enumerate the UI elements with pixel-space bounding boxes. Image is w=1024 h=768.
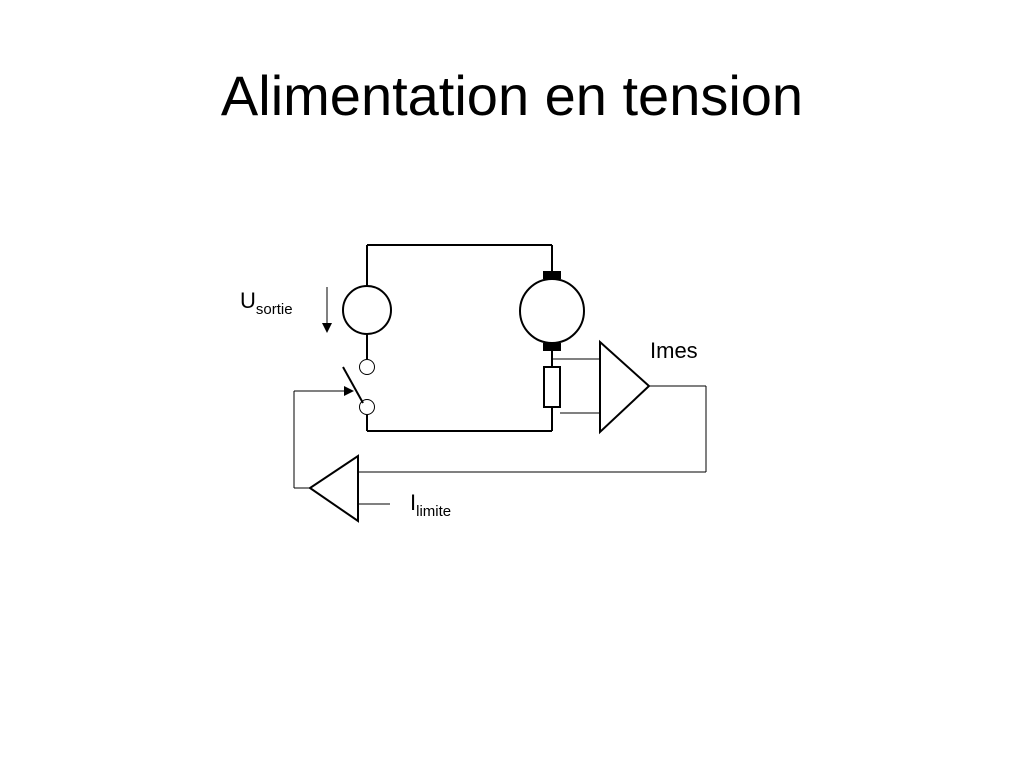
comparator-amplifier-symbol xyxy=(308,454,359,523)
i-limite-label: Ilimite xyxy=(410,490,451,520)
slide-title: Alimentation en tension xyxy=(220,64,804,127)
i-sub-text: limite xyxy=(416,503,451,520)
u-main-text: U xyxy=(240,288,256,313)
dc-motor-symbol xyxy=(519,271,585,351)
switch-symbol xyxy=(342,359,375,415)
i-main-text: I xyxy=(410,490,416,515)
measurement-amplifier-symbol xyxy=(599,339,651,435)
voltage-source-symbol xyxy=(342,285,392,335)
main-loop-wires xyxy=(366,244,553,432)
measurement-wires xyxy=(358,358,707,473)
imes-label: Imes xyxy=(650,338,698,363)
shunt-resistor-symbol xyxy=(543,366,561,408)
feedback-wires xyxy=(293,386,390,505)
u-sortie-label: Usortie xyxy=(240,288,293,318)
u-sub-text: sortie xyxy=(256,301,293,318)
